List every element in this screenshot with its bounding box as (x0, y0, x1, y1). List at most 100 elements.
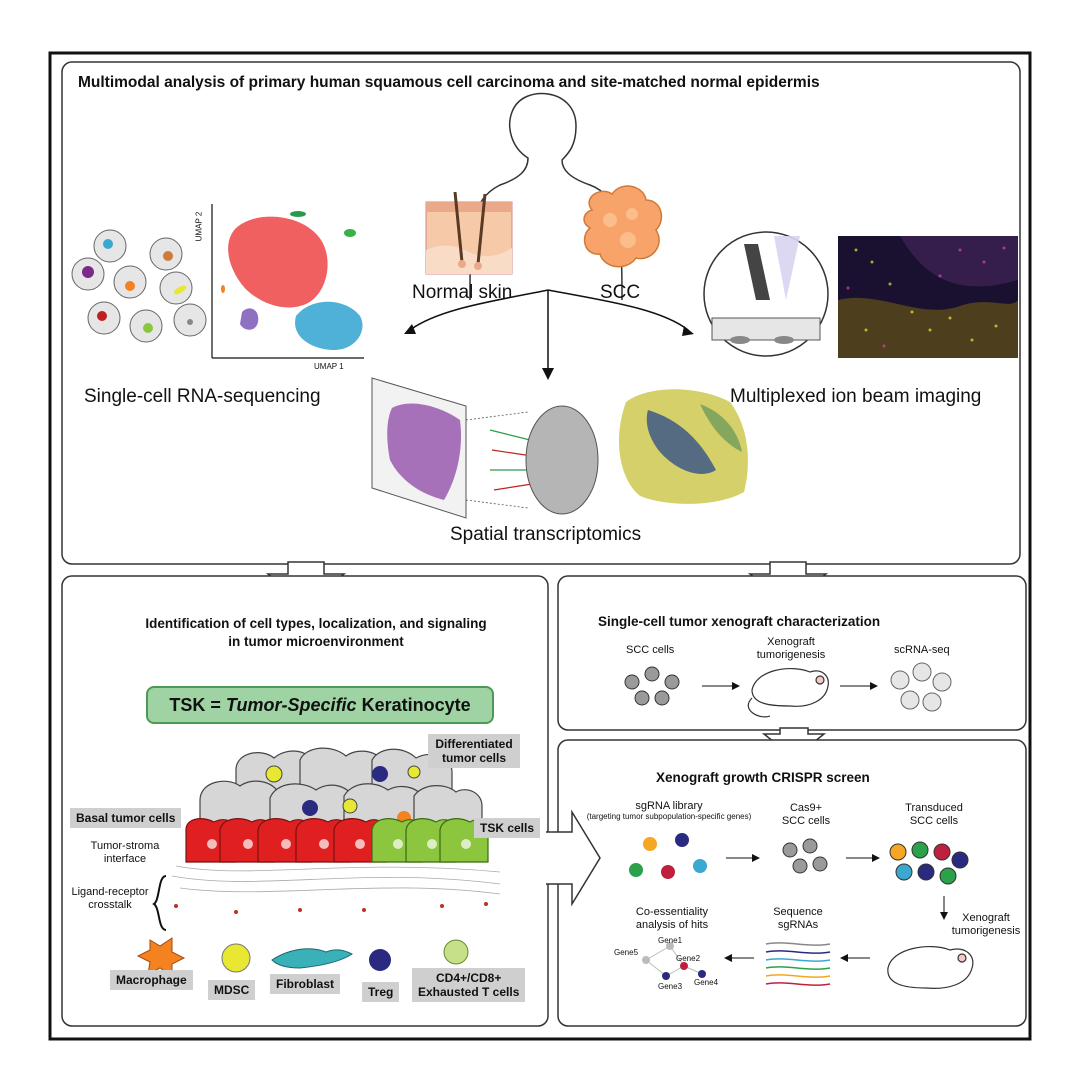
sgrna-library-2: (targeting tumor subpopulation-specific … (586, 812, 752, 821)
umap-cluster-blue (295, 301, 363, 350)
xeno-scrna-cells (890, 662, 952, 712)
stroma-fibers (171, 865, 501, 895)
scrnaseq-cell-nuclei (82, 239, 193, 333)
ligand-label: Ligand-receptor crosstalk (62, 886, 158, 912)
umap-cluster-green-2 (344, 229, 356, 237)
gene4-label: Gene4 (694, 978, 719, 987)
spatial-barcode-strands (489, 429, 533, 491)
mibi-label: Multiplexed ion beam imaging (730, 386, 982, 407)
xeno-scc-cells (624, 666, 680, 706)
tcells-label-2: Exhausted T cells (418, 985, 520, 999)
coessentiality-label-1: Co-essentiality (635, 906, 709, 918)
outer-frame (48, 51, 1032, 1041)
differentiated-label: Differentiated tumor cells (428, 734, 520, 768)
xeno-panel-title: Single-cell tumor xenograft characteriza… (598, 614, 881, 629)
ligand-dots (174, 902, 488, 914)
mibi-image (838, 236, 1018, 358)
arrow-to-scrnaseq (409, 289, 549, 331)
ligand-label-2: crosstalk (88, 899, 132, 911)
transduced-cells (889, 841, 969, 885)
arrow-to-mibi (547, 289, 689, 331)
tsk-italic: Tumor-Specific (225, 695, 357, 715)
umap-plot (211, 204, 364, 359)
treg-cell (369, 949, 391, 971)
interface-label-2: interface (103, 853, 147, 865)
umap-cluster-orange (221, 285, 225, 293)
crispr-tumorigenesis-label: Xenograft tumorigenesis (948, 912, 1024, 938)
crispr-tumorigenesis-1: Xenograft (962, 912, 1010, 924)
fibroblast-cell (271, 948, 353, 969)
treg-label: Treg (362, 982, 400, 1002)
crosstalk-brace (152, 875, 167, 931)
interface-label-1: Tumor-stroma (90, 840, 160, 852)
xeno-tumorigenesis-2: tumorigenesis (756, 649, 826, 661)
umap-y-label: UMAP 2 (194, 211, 204, 242)
cas9-label-1: Cas9+ (789, 802, 823, 814)
spatial-map (618, 389, 748, 504)
fibroblast-label: Fibroblast (270, 974, 341, 994)
umap-cluster-green-1 (290, 211, 306, 217)
crispr-panel-title: Xenograft growth CRISPR screen (656, 770, 870, 785)
sequence-label-1: Sequence (773, 906, 823, 918)
transduced-label: Transduced SCC cells (894, 802, 974, 828)
macrophage-label: Macrophage (110, 970, 193, 990)
sgrna-library (629, 833, 707, 879)
ligand-label-1: Ligand-receptor (71, 886, 149, 898)
xeno-tumorigenesis-1: Xenograft (767, 636, 815, 648)
gene1-label: Gene1 (658, 936, 683, 945)
tcells-label-1: CD4+/CD8+ (436, 971, 502, 985)
top-panel-title: Multimodal analysis of primary human squ… (78, 74, 820, 91)
coessentiality-label: Co-essentiality analysis of hits (624, 906, 720, 932)
transduced-label-1: Transduced (905, 802, 963, 814)
coessentiality-label-2: analysis of hits (635, 919, 709, 931)
spatial-spot (525, 405, 599, 515)
mdsc-label: MDSC (208, 980, 256, 1000)
umap-cluster-red (228, 216, 328, 308)
gene5-label: Gene5 (614, 948, 639, 957)
sequence-label: Sequence sgRNAs (766, 906, 830, 932)
normal-skin-label: Normal skin (412, 282, 513, 303)
transduced-label-2: SCC cells (909, 815, 959, 827)
tsk-prefix: TSK = (169, 695, 226, 715)
t-cell (443, 939, 469, 965)
scrnaseq-label: Single-cell RNA-sequencing (84, 386, 321, 407)
crispr-mouse (887, 946, 974, 989)
umap-cluster-purple (240, 308, 259, 330)
mdsc-cell (221, 943, 251, 973)
mibi-schematic (703, 231, 829, 357)
scrnaseq-cells (71, 229, 207, 343)
spatial-slide (371, 377, 529, 519)
gene-nodes (642, 942, 706, 980)
scc-label: SCC (600, 282, 641, 303)
umap-x-label: UMAP 1 (314, 362, 344, 371)
top-panel (61, 61, 1021, 565)
scc-tumor-image (583, 185, 663, 268)
interface-label: Tumor-stroma interface (80, 840, 170, 866)
differentiated-label-1: Differentiated (435, 737, 513, 751)
sgrna-library-label: sgRNA library (targeting tumor subpopula… (564, 800, 774, 821)
cas9-label: Cas9+ SCC cells (776, 802, 836, 828)
xeno-tumorigenesis-label: Xenograft tumorigenesis (752, 636, 830, 662)
spatial-label: Spatial transcriptomics (450, 524, 642, 545)
sequence-label-2: sgRNAs (777, 919, 819, 931)
sequence-lines (765, 942, 831, 986)
sgrna-library-1: sgRNA library (635, 800, 703, 812)
gene3-label: Gene3 (658, 982, 683, 991)
gene2-label: Gene2 (676, 954, 701, 963)
crispr-tumorigenesis-2: tumorigenesis (951, 925, 1021, 937)
normal-skin-image (425, 191, 513, 275)
tsk-suffix: Keratinocyte (356, 695, 471, 715)
xeno-scc-label: SCC cells (626, 644, 675, 656)
left-panel-title-1: Identification of cell types, localizati… (145, 616, 487, 631)
tumor-cell-nuclei (207, 839, 471, 849)
left-panel-title-2: in tumor microenvironment (228, 634, 404, 649)
basal-label: Basal tumor cells (70, 808, 182, 828)
xeno-mouse (747, 668, 829, 718)
tsk-cells-label: TSK cells (474, 818, 541, 838)
right-arrow-big (546, 809, 601, 907)
tcells-label: CD4+/CD8+ Exhausted T cells (412, 968, 526, 1002)
cas9-label-2: SCC cells (781, 815, 831, 827)
cas9-cells (782, 838, 828, 874)
xeno-scrnaseq-label: scRNA-seq (894, 644, 950, 656)
